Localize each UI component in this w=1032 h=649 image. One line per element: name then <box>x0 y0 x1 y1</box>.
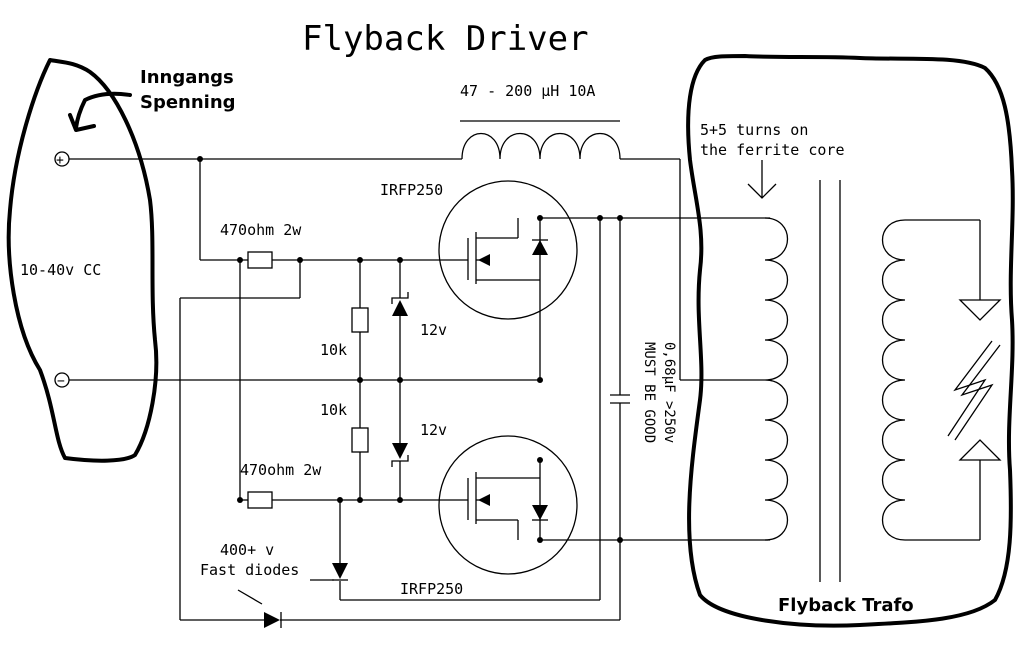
gate-resistor-top <box>247 251 273 269</box>
secondary-winding <box>881 219 981 541</box>
turns-pointer-arrow <box>747 160 777 199</box>
junction-dots <box>197 156 623 543</box>
gate-resistor-bottom-label: 470ohm 2w <box>240 461 322 479</box>
diagram-title: Flyback Driver <box>302 19 589 59</box>
diodes-label-line1: 400+ v <box>220 541 274 559</box>
zener-diode-top <box>391 292 409 316</box>
mosfet-top <box>438 180 578 320</box>
flyback-trafo-label: Flyback Trafo <box>778 595 914 616</box>
fast-diode-vertical <box>332 563 348 581</box>
supply-voltage-label: 10-40v CC <box>20 261 101 279</box>
pulldown-resistor-bottom <box>351 427 369 453</box>
mosfet-top-label: IRFP250 <box>380 181 443 199</box>
inductor-label: 47 - 200 µH 10A <box>460 82 595 100</box>
gate-resistor-bottom <box>247 491 273 509</box>
capacitor-label-line2: MUST BE GOOD <box>641 342 657 443</box>
gate-resistor-top-label: 470ohm 2w <box>220 221 302 239</box>
power-supply-outline <box>6 58 159 463</box>
input-label-line2: Spenning <box>140 92 236 113</box>
turns-note-line1: 5+5 turns on <box>700 121 808 139</box>
flyback-transformer-outline <box>686 54 1015 628</box>
mosfet-bottom-label: IRFP250 <box>400 580 463 598</box>
fast-diode-horizontal <box>264 612 282 628</box>
wires <box>69 120 770 621</box>
mosfet-bottom <box>438 435 578 575</box>
pulldown-resistor-top-label: 10k <box>320 341 347 359</box>
pulldown-resistor-top <box>351 307 369 333</box>
minus-symbol: − <box>57 374 65 389</box>
pulldown-resistor-bottom-label: 10k <box>320 401 347 419</box>
capacitor-label-line1: 0,68µF >250v <box>661 342 677 443</box>
input-pointer-arrow <box>68 91 132 132</box>
plus-symbol: + <box>56 153 64 168</box>
primary-winding <box>764 217 789 541</box>
diode-pointer-line-2 <box>237 589 263 605</box>
spark-gap <box>947 299 1002 461</box>
input-label-line1: Inngangs <box>140 67 234 88</box>
zener-diode-bottom <box>391 443 409 467</box>
diodes-label-line2: Fast diodes <box>200 561 299 579</box>
zener-top-label: 12v <box>420 321 447 339</box>
zener-bottom-label: 12v <box>420 421 447 439</box>
turns-note-line2: the ferrite core <box>700 141 845 159</box>
